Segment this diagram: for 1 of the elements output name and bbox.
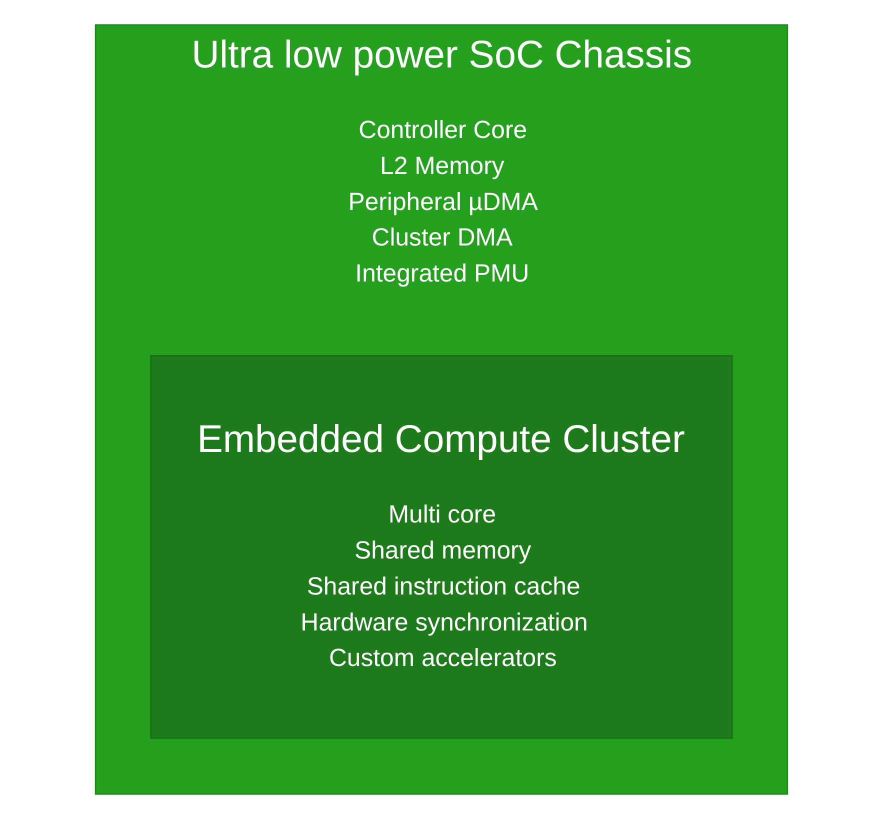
node-box: Embedded Compute Cluster Multi core Shared memory Shared instruction cache Hardware synchronization Custom accelerators: [150, 354, 732, 739]
